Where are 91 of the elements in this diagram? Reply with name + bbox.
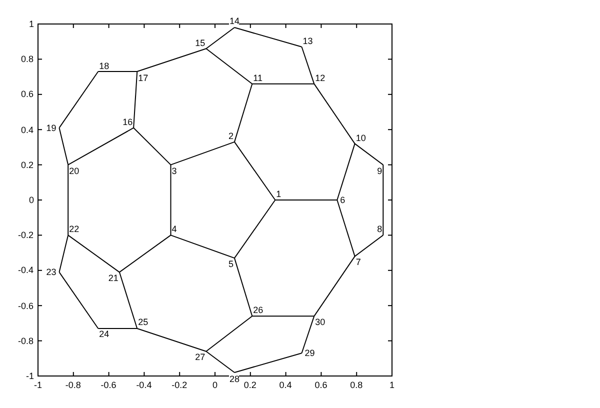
edge-line <box>170 234 235 259</box>
edge-line <box>314 256 356 317</box>
vertex-number: 14 <box>229 16 240 26</box>
vertex-number: 19 <box>46 122 56 133</box>
edge-line <box>58 71 99 128</box>
vertex-number: 2 <box>228 130 234 141</box>
edge-line <box>98 328 138 329</box>
vertex-number: 15 <box>195 38 206 48</box>
edge-line <box>314 83 356 144</box>
vertex-number: 6 <box>340 195 346 205</box>
edge-line <box>354 234 384 257</box>
edge-line <box>118 272 138 329</box>
vertex-number: 20 <box>69 166 80 176</box>
tick-label: -0.8 <box>65 380 81 390</box>
vertex-number: 18 <box>99 60 110 71</box>
edge-line <box>58 127 69 166</box>
edge-line <box>301 316 315 354</box>
tick-label: 0 <box>29 195 34 205</box>
vertex-number: 11 <box>253 72 262 83</box>
edge-line <box>206 27 235 50</box>
tick-label: 0.4 <box>21 124 34 135</box>
edge-line <box>234 352 302 373</box>
edge-line <box>336 200 356 257</box>
edge-line <box>68 127 134 166</box>
tick-label: 0.2 <box>21 160 34 170</box>
tick-label: -1 <box>26 371 34 381</box>
edge-line <box>118 234 172 273</box>
edge-line <box>252 316 315 317</box>
tick-label: 0.6 <box>21 89 34 100</box>
tick-label: -1 <box>34 380 42 390</box>
vertex-number: 1 <box>276 189 282 199</box>
vertex-number: 12 <box>315 72 326 83</box>
vertex-number: 22 <box>69 224 80 234</box>
edge-line <box>234 258 253 317</box>
tick-label: 0.2 <box>244 380 256 390</box>
vertex-number: 4 <box>172 224 177 234</box>
vertex-number: 9 <box>377 166 382 176</box>
edge-line <box>234 200 276 259</box>
edge-line <box>234 83 253 142</box>
vertex-number: 8 <box>377 224 382 234</box>
tick-label: -0.2 <box>172 380 188 390</box>
tick-label: -0.6 <box>100 380 116 390</box>
edge-line <box>234 141 276 200</box>
edge-line <box>170 141 235 166</box>
vertex-number: 21 <box>108 273 118 284</box>
edge-line <box>234 27 302 48</box>
tick-label: 0.8 <box>350 380 363 390</box>
vertex-number: 3 <box>172 166 177 176</box>
vertex-number: 5 <box>228 259 234 270</box>
edge-line <box>382 164 384 236</box>
edge-line <box>68 234 120 273</box>
vertex-number: 30 <box>315 317 326 328</box>
tick-label: 0.4 <box>279 380 292 390</box>
edge-line <box>98 71 138 72</box>
edge-line <box>170 164 172 236</box>
vertex-number: 13 <box>302 36 313 46</box>
edge-line <box>133 71 138 128</box>
edge-line <box>136 328 207 352</box>
edge-line <box>301 46 315 84</box>
vertex-number: 26 <box>253 305 264 316</box>
tick-label: 1 <box>29 19 34 29</box>
edge-line <box>206 316 253 352</box>
vertex-number: 10 <box>356 132 366 143</box>
edge-line <box>136 48 207 72</box>
vertex-number: 17 <box>138 72 148 83</box>
tick-label: 0 <box>212 380 218 390</box>
vertex-number: 29 <box>304 348 315 358</box>
vertex-number: 7 <box>356 257 361 268</box>
tick-label: -0.6 <box>18 300 34 311</box>
tick-label: 0.6 <box>314 380 328 390</box>
tick-label: 1 <box>390 380 395 390</box>
vertex-number: 27 <box>195 352 206 362</box>
tick-label: -0.8 <box>18 336 34 346</box>
vertex-number: 28 <box>229 374 240 384</box>
tick-label: -0.2 <box>18 230 34 240</box>
tick-label: -0.4 <box>136 380 152 390</box>
edge-line <box>354 143 384 166</box>
edge-line <box>206 48 253 84</box>
edge-line <box>133 127 172 166</box>
edge-line <box>336 143 356 200</box>
edge-line <box>206 350 235 373</box>
tick-label: 0.8 <box>21 54 34 64</box>
tick-label: -0.4 <box>18 265 34 276</box>
edge-line <box>252 83 315 84</box>
vertex-number: 23 <box>46 267 56 278</box>
vertex-number: 16 <box>122 116 133 127</box>
edge-line <box>58 234 69 273</box>
vertex-number: 25 <box>138 317 148 328</box>
edge-line <box>68 164 69 236</box>
edge-line <box>58 272 99 329</box>
vertex-number: 24 <box>99 329 110 340</box>
